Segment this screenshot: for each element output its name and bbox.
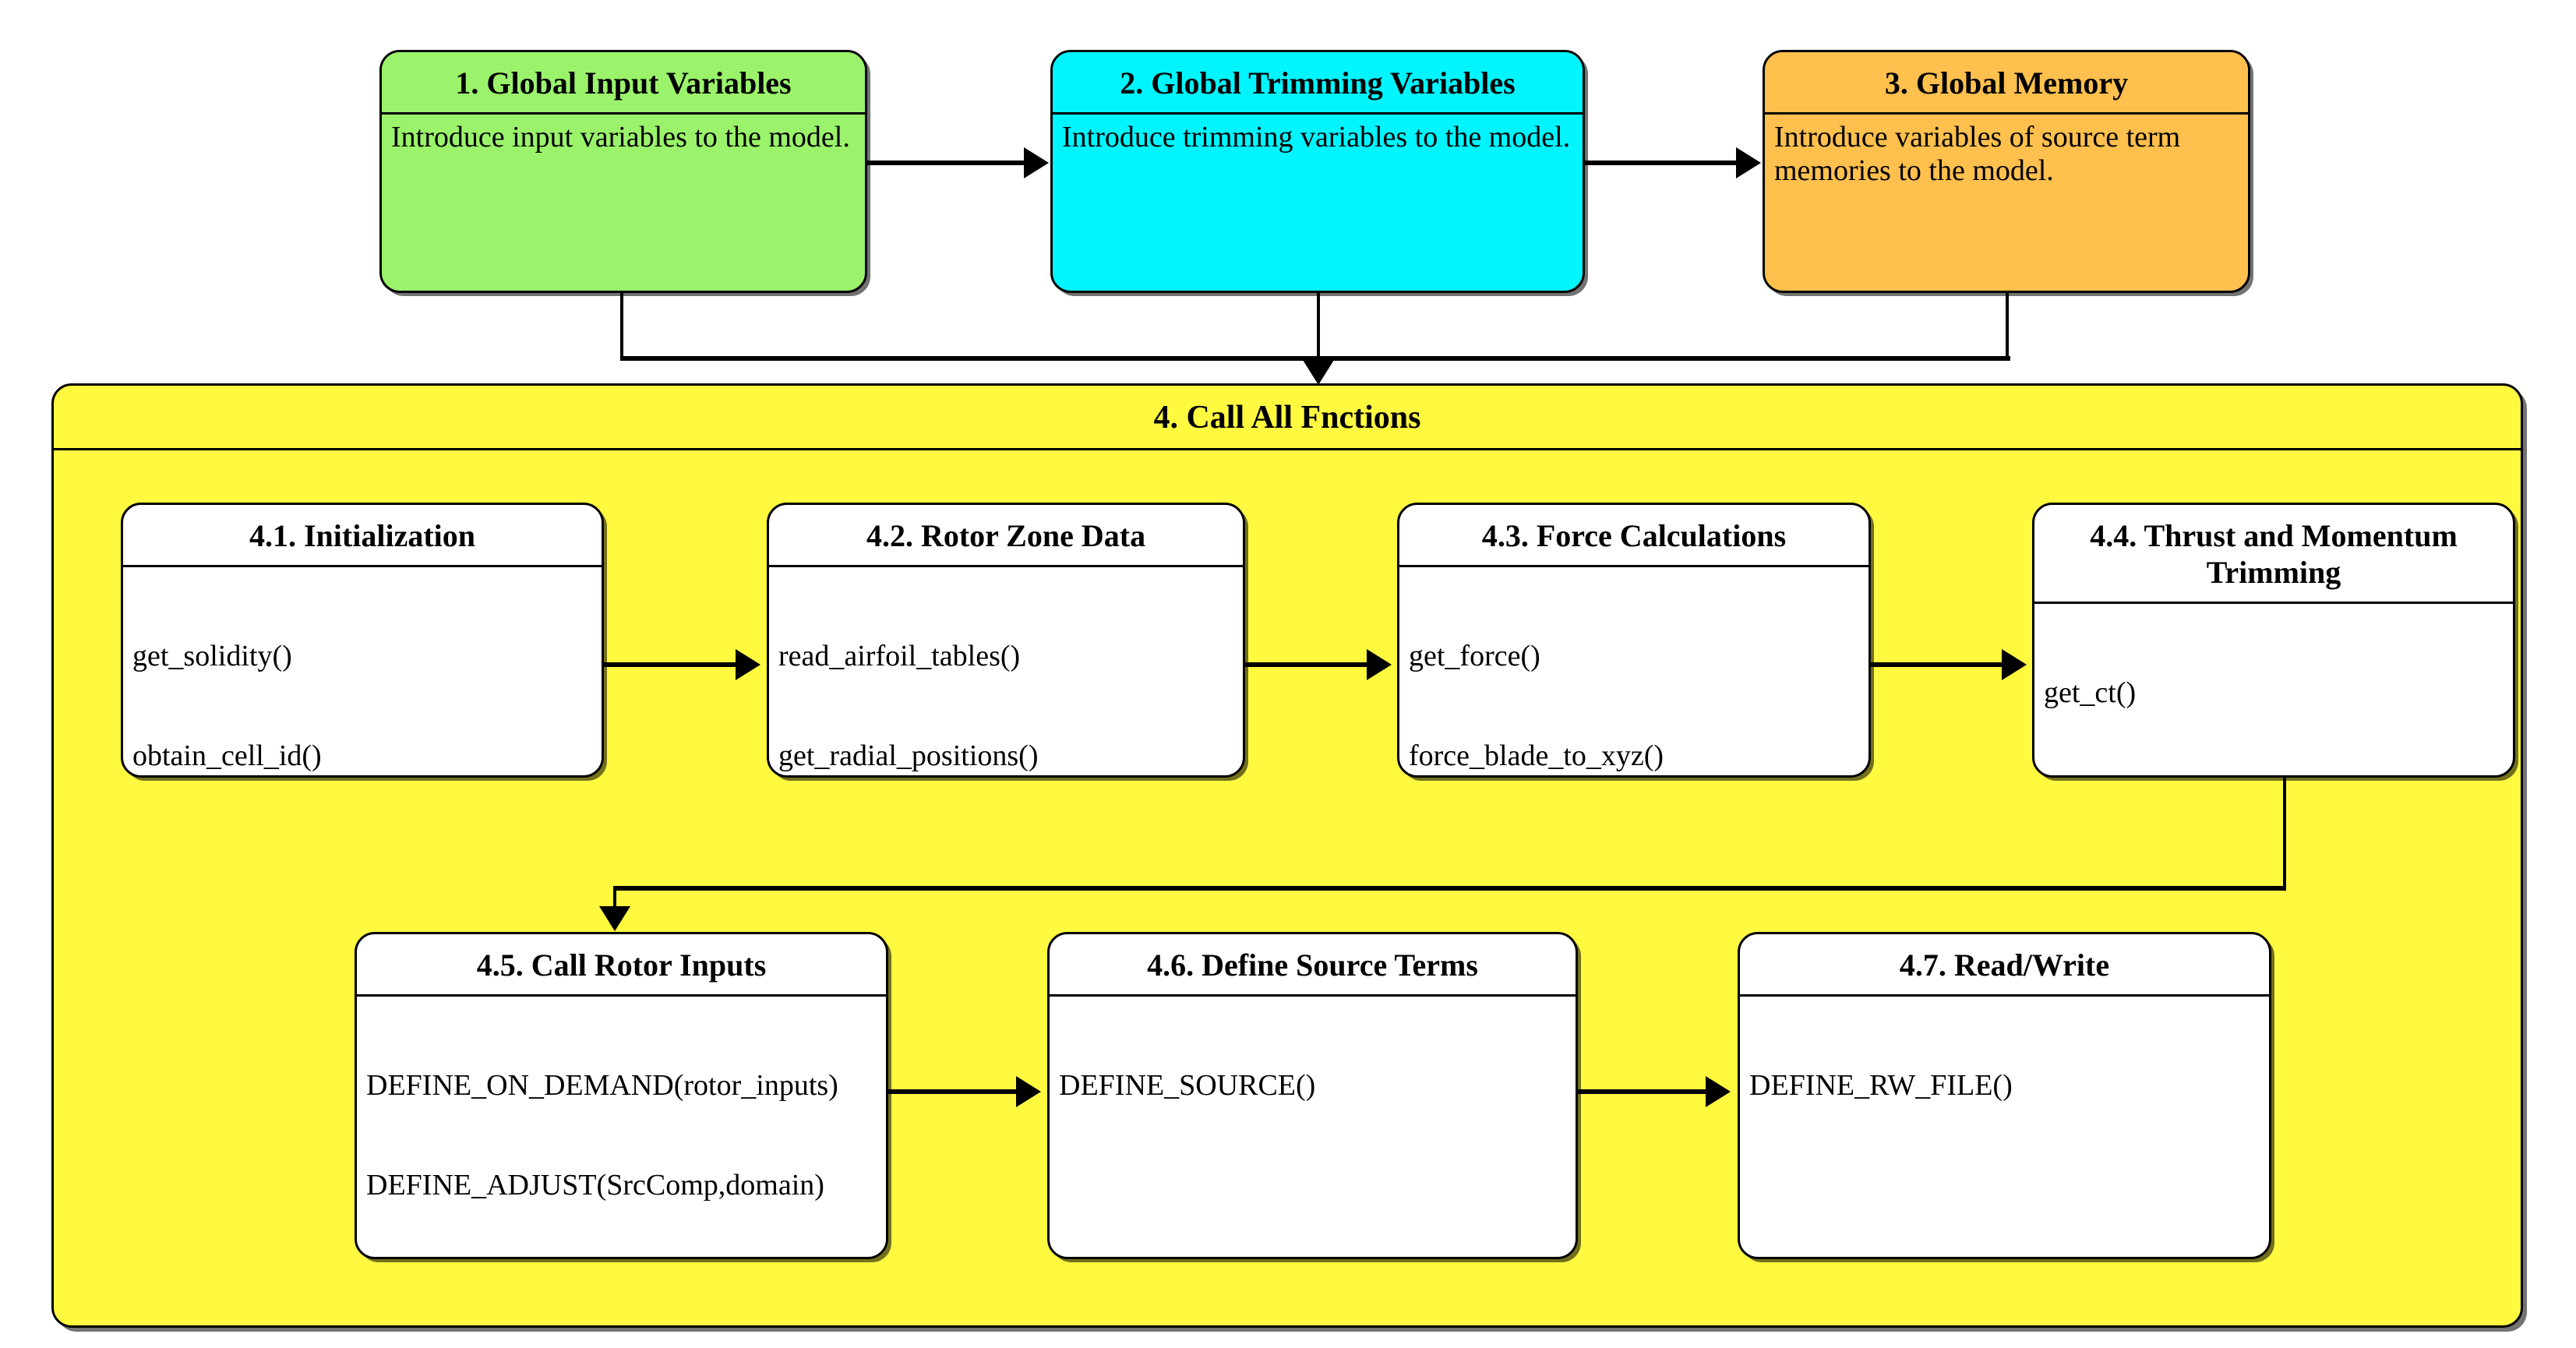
node-title: 3. Global Memory xyxy=(1765,52,2248,115)
node-title: 1. Global Input Variables xyxy=(382,52,865,115)
function-line: read_airfoil_tables() xyxy=(778,640,1021,673)
function-line: get_solidity() xyxy=(132,640,292,673)
node-global-memory[interactable]: 3. Global Memory Introduce variables of … xyxy=(1763,50,2250,293)
node-global-trimming-variables[interactable]: 2. Global Trimming Variables Introduce t… xyxy=(1050,50,1585,293)
node-title: 4.7. Read/Write xyxy=(1740,934,2269,997)
connector-44-down xyxy=(2283,776,2286,888)
arrowhead-2-to-3-icon xyxy=(1736,147,1761,178)
function-line: get_cmx() xyxy=(2044,776,2504,778)
node-call-rotor-inputs[interactable]: 4.5. Call Rotor Inputs DEFINE_ON_DEMAND(… xyxy=(355,932,888,1259)
node-initialization[interactable]: 4.1. Initialization get_solidity() obtai… xyxy=(121,503,604,778)
function-line: DEFINE_ADJUST(SrcComp,domain) xyxy=(366,1168,824,1202)
function-line: force_blade_to_xyz() xyxy=(1409,739,1664,772)
node-body: read_airfoil_tables() get_radial_positio… xyxy=(769,567,1243,775)
node-body: Introduce input variables to the model. xyxy=(382,115,865,162)
connector-41-to-42 xyxy=(604,662,736,667)
function-line: get_force() xyxy=(1409,640,1540,673)
connector-1-to-2 xyxy=(867,161,1025,165)
node-body: Introduce trimming variables to the mode… xyxy=(1053,115,1583,162)
node-title: 4.6. Define Source Terms xyxy=(1050,934,1576,997)
connector-2-down-to-container xyxy=(1317,293,1320,363)
connector-2-to-3 xyxy=(1585,161,1738,165)
arrowhead-43-to-44-icon xyxy=(2002,649,2027,680)
connector-top-bus xyxy=(620,356,2010,361)
connector-44-to-45-bus xyxy=(613,886,2286,891)
node-rotor-zone-data[interactable]: 4.2. Rotor Zone Data read_airfoil_tables… xyxy=(767,503,1245,778)
node-body: DEFINE_SOURCE() Return 60 momentum sourc… xyxy=(1050,997,1576,1257)
connector-46-to-47 xyxy=(1578,1089,1706,1094)
node-body: get_solidity() obtain_cell_id() allocate… xyxy=(123,567,602,775)
node-force-calculations[interactable]: 4.3. Force Calculations get_force() forc… xyxy=(1397,503,1871,778)
connector-3-down-stub xyxy=(2006,293,2009,359)
arrowhead-46-to-47-icon xyxy=(1706,1076,1731,1107)
function-line: get_radial_positions() xyxy=(778,739,1039,772)
node-thrust-and-momentum-trimming[interactable]: 4.4. Thrust and Momentum Trimming get_ct… xyxy=(2032,503,2515,778)
node-body: Introduce variables of source term memor… xyxy=(1765,115,2248,196)
connector-43-to-44 xyxy=(1871,662,2003,667)
arrowhead-45-to-46-icon xyxy=(1016,1076,1041,1107)
connector-down-to-45 xyxy=(613,886,616,923)
function-line: obtain_cell_id() xyxy=(132,739,322,772)
node-title: 4.3. Force Calculations xyxy=(1399,505,1868,568)
node-title: 4.4. Thrust and Momentum Trimming xyxy=(2034,505,2513,605)
blank-line xyxy=(1059,1169,1566,1202)
function-line: DEFINE_ON_DEMAND(rotor_inputs) xyxy=(366,1069,838,1103)
function-line: DEFINE_SOURCE() xyxy=(1059,1069,1316,1103)
connector-1-down-stub xyxy=(620,293,623,359)
blank-line xyxy=(1749,1169,2260,1202)
connector-42-to-43 xyxy=(1245,662,1368,667)
node-body: DEFINE_RW_FILE() Read from and write to … xyxy=(1740,997,2269,1257)
node-title: 4.5. Call Rotor Inputs xyxy=(357,934,886,997)
arrowhead-into-45-icon xyxy=(599,906,630,931)
function-line: DEFINE_RW_FILE() xyxy=(1749,1069,2013,1103)
container-title: 4. Call All Fnctions xyxy=(54,386,2521,451)
node-body: get_force() force_blade_to_xyz() get_sou… xyxy=(1399,567,1868,775)
arrowhead-42-to-43-icon xyxy=(1367,649,1392,680)
node-body: DEFINE_ON_DEMAND(rotor_inputs) DEFINE_AD… xyxy=(357,997,886,1257)
arrowhead-41-to-42-icon xyxy=(736,649,760,680)
node-title: 2. Global Trimming Variables xyxy=(1053,52,1583,115)
node-title: 4.1. Initialization xyxy=(123,505,602,568)
node-define-source-terms[interactable]: 4.6. Define Source Terms DEFINE_SOURCE()… xyxy=(1047,932,1578,1259)
arrowhead-into-container-icon xyxy=(1303,360,1334,385)
arrowhead-1-to-2-icon xyxy=(1024,147,1049,178)
node-title: 4.2. Rotor Zone Data xyxy=(769,505,1243,568)
connector-45-to-46 xyxy=(888,1089,1017,1094)
node-body: get_ct() get_cmx() get_cmy() xyxy=(2034,604,2513,778)
node-global-input-variables[interactable]: 1. Global Input Variables Introduce inpu… xyxy=(379,50,867,293)
function-line: get_ct() xyxy=(2044,676,2137,710)
node-read-write[interactable]: 4.7. Read/Write DEFINE_RW_FILE() Read fr… xyxy=(1738,932,2271,1259)
